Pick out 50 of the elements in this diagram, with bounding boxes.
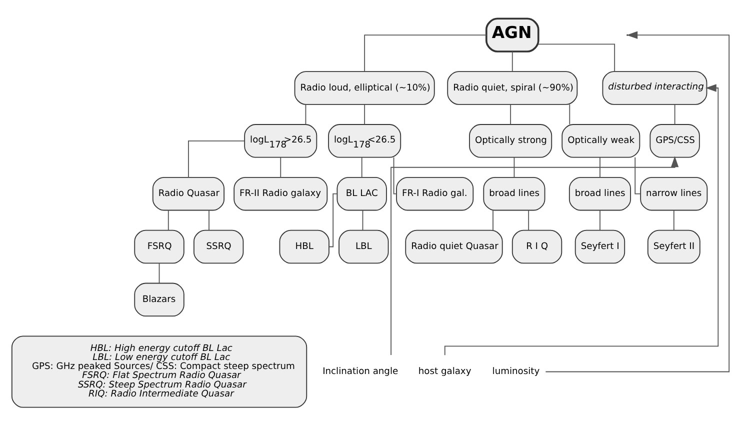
node-text: host galaxy	[418, 367, 472, 378]
node-box: Radio quiet, spiral (~90%)	[447, 71, 578, 105]
node-box: SSRQ	[193, 230, 244, 264]
connector	[362, 210, 364, 231]
node-box: Optically weak	[562, 124, 640, 158]
node-box: Optically strong	[469, 124, 552, 158]
node-box: AGN	[485, 18, 540, 52]
connector	[208, 210, 210, 231]
connector	[569, 104, 570, 125]
node-box: LBL	[338, 230, 389, 264]
connector	[673, 210, 674, 231]
connector	[510, 104, 512, 125]
node-box: Seyfert I	[574, 230, 626, 264]
connector	[364, 104, 366, 125]
arrow	[545, 31, 730, 372]
connector	[158, 262, 160, 284]
connector	[674, 104, 676, 125]
node-box: broad lines	[483, 176, 546, 211]
node-box: FSRQ	[134, 230, 184, 264]
node-box: GPS/CSS	[650, 124, 700, 158]
node-box: narrow lines	[640, 176, 708, 211]
connector	[168, 210, 169, 231]
node-text: luminosity	[492, 367, 540, 378]
connector	[538, 44, 616, 72]
connector	[492, 210, 494, 231]
connector	[188, 140, 245, 178]
connector	[280, 156, 282, 178]
node-box: Radio Quasar	[152, 176, 225, 211]
node-box: Blazars	[134, 282, 184, 317]
node-box: HBL: High energy cutoff BL Lac LBL: Low energy cutoff BL Lac GPS: GHz peaked Sources/ CSS: Compact steep spectrum FSRQ: Flat Spectrum Radio Quasar SSRQ: Steep Spectrum Radio Quasar RIQ: Radio Intermediate Quasar	[11, 336, 308, 408]
arrow	[390, 156, 679, 356]
connector	[364, 34, 487, 72]
connector	[393, 156, 397, 194]
connector	[305, 104, 306, 125]
node-box: FR-I Radio gal.	[396, 176, 474, 211]
node-box: Seyfert II	[647, 230, 700, 264]
connector	[514, 156, 515, 178]
node-box: disturbed interacting	[602, 71, 708, 105]
connector	[361, 156, 362, 178]
node-box: BL LAC	[336, 176, 387, 211]
node-box: R I Q	[512, 230, 562, 264]
node-box: FR-II Radio galaxy	[234, 176, 328, 211]
node-box: broad lines	[568, 176, 631, 211]
node-box: Radio quiet Quasar	[405, 230, 503, 264]
connector	[634, 156, 641, 194]
node-box: Radio loud, elliptical (~10%)	[294, 71, 435, 105]
connector	[528, 210, 530, 231]
connector	[512, 51, 513, 72]
node-text: Inclination angle	[322, 367, 398, 378]
node-box: HBL	[279, 230, 330, 264]
